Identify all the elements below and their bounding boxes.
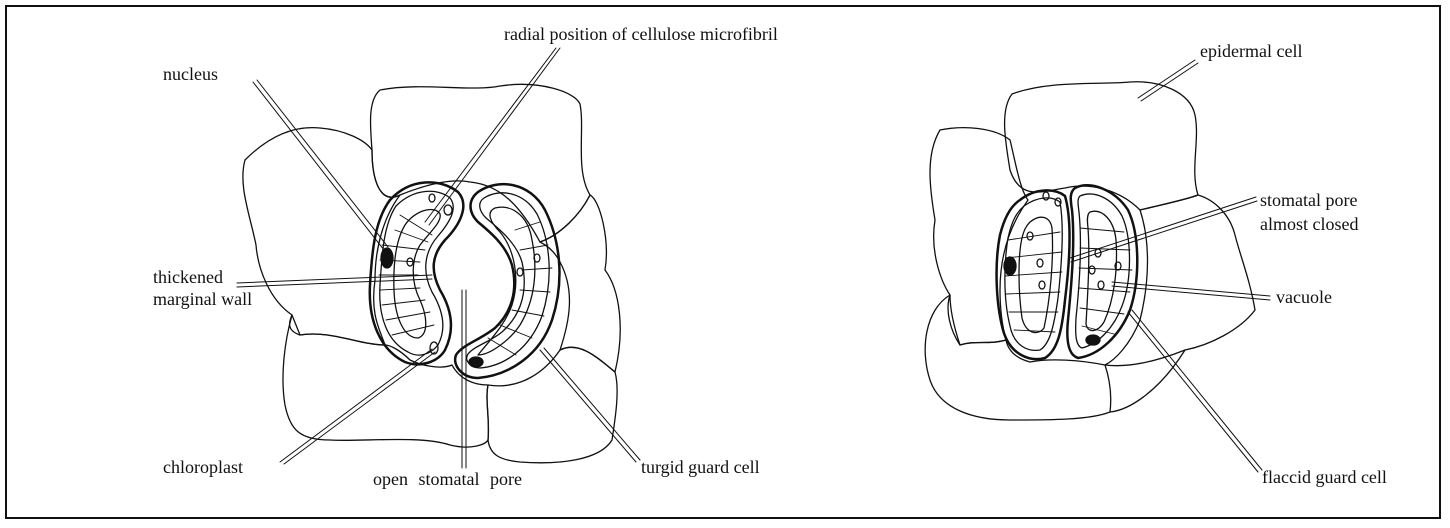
label-vacuole: vacuole — [1276, 287, 1332, 308]
label-radial-microfibril: radial position of cellulose microfibril — [504, 24, 778, 45]
label-nucleus: nucleus — [163, 64, 218, 85]
label-turgid-guard-cell: turgid guard cell — [641, 457, 760, 478]
label-open-stomatal-pore: open stomatal pore — [373, 469, 522, 490]
closed-stoma-guard-cells — [997, 185, 1138, 359]
label-closed-pore-line1: stomatal pore — [1260, 190, 1357, 211]
label-epidermal-cell: epidermal cell — [1200, 41, 1302, 62]
label-flaccid-guard-cell: flaccid guard cell — [1262, 467, 1387, 488]
label-thickened-line1: thickened — [153, 267, 223, 288]
label-chloroplast: chloroplast — [163, 457, 243, 478]
label-closed-pore-line2: almost closed — [1260, 214, 1358, 235]
label-thickened-line2: marginal wall — [153, 289, 252, 310]
